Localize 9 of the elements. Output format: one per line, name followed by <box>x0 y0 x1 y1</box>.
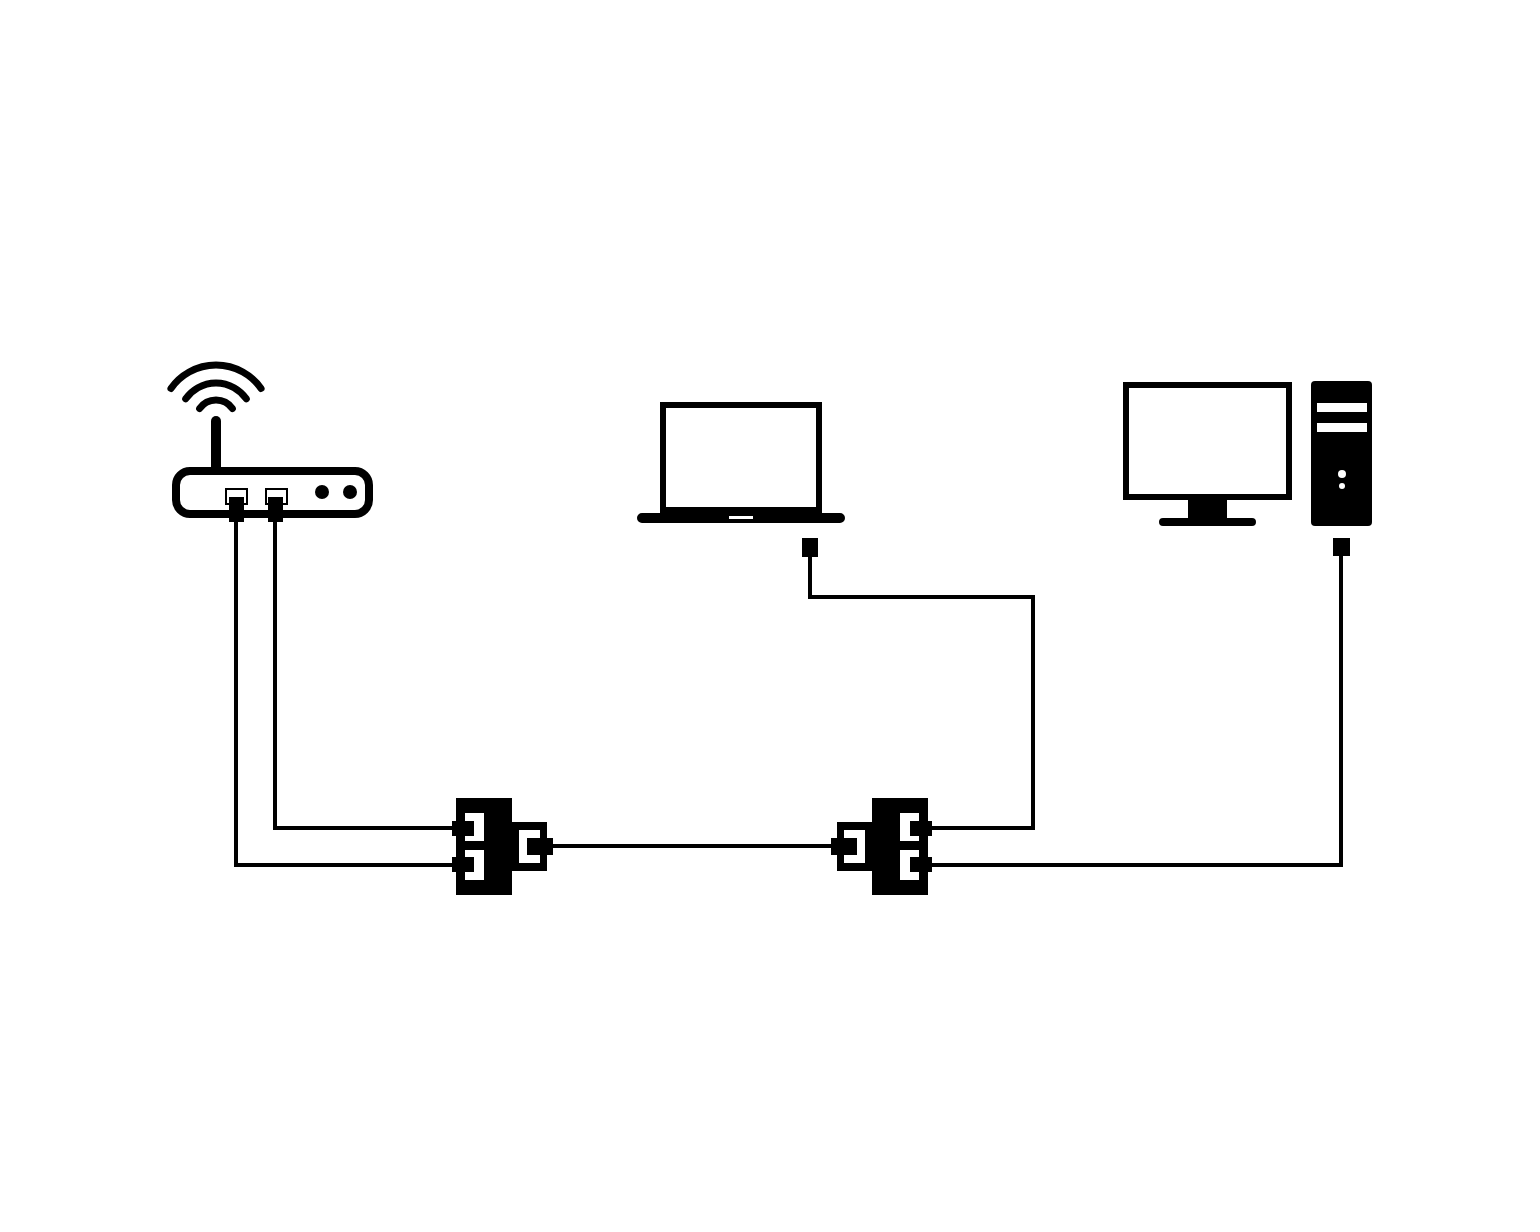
laptop-icon <box>636 401 846 557</box>
cable-line <box>808 557 1035 830</box>
network-splitter-icon <box>452 798 553 895</box>
desktop-computer-icon <box>1122 380 1373 556</box>
cable-line <box>273 522 452 830</box>
cable-line <box>932 556 1343 867</box>
cable-line <box>234 522 452 867</box>
network-splitter-icon <box>831 798 932 895</box>
cable-line <box>553 844 831 848</box>
